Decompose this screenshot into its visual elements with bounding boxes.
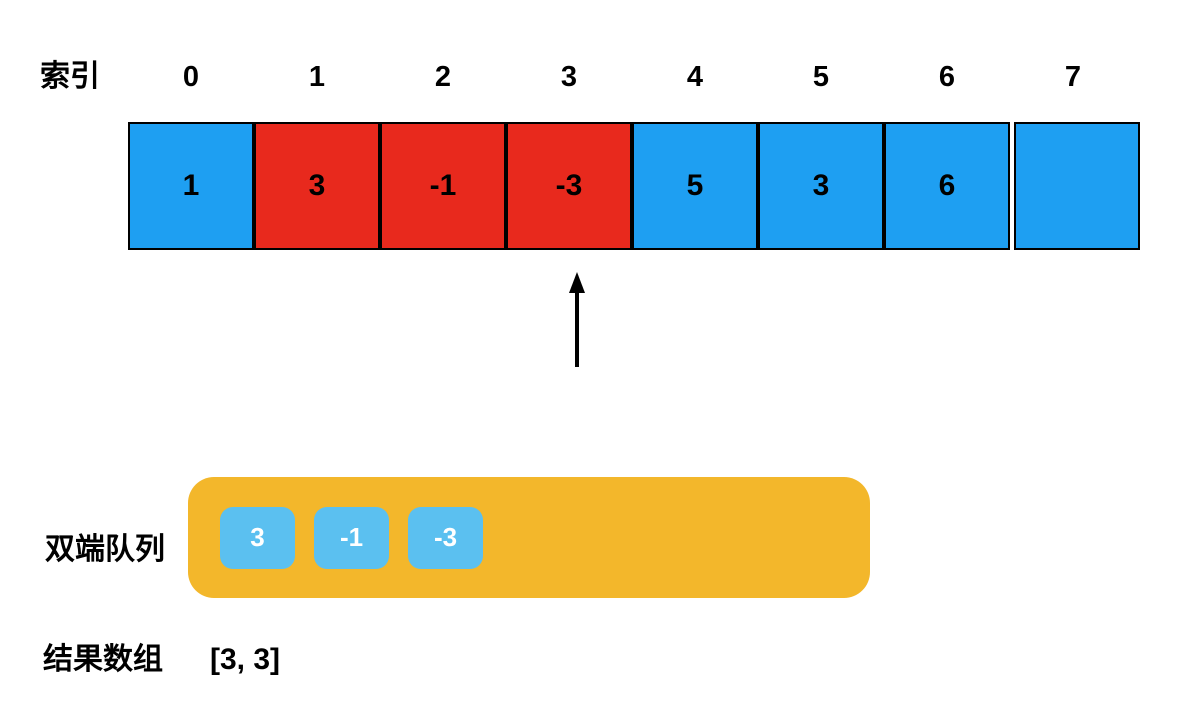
array-cell: 1: [128, 122, 254, 250]
deque-item: 3: [220, 506, 295, 569]
array-cell: 3: [758, 122, 884, 250]
array-cell: [1014, 122, 1140, 250]
index-number: 7: [1064, 61, 1082, 93]
pointer-arrow-icon: [569, 272, 585, 367]
index-number: 3: [560, 61, 578, 93]
result-label: 结果数组: [43, 643, 163, 676]
index-number: 1: [308, 61, 326, 93]
index-number: 6: [938, 61, 956, 93]
index-row-label: 索引: [40, 60, 100, 93]
deque-item: -1: [314, 506, 389, 569]
index-numbers: 0 1 2 3 4 5 6 7: [128, 60, 1136, 94]
index-number: 4: [686, 61, 704, 93]
index-number: 0: [182, 61, 200, 93]
array-cell: -1: [380, 122, 506, 250]
deque-item: -3: [408, 506, 483, 569]
index-number: 5: [812, 61, 830, 93]
array-cell: -3: [506, 122, 632, 250]
array-cell: 5: [632, 122, 758, 250]
result-value: [3, 3]: [210, 643, 281, 676]
array-cell: 6: [884, 122, 1010, 250]
deque-container: 3 -1 -3: [188, 477, 870, 598]
index-number: 2: [434, 61, 452, 93]
deque-label: 双端队列: [45, 533, 165, 566]
array-cell: 3: [254, 122, 380, 250]
